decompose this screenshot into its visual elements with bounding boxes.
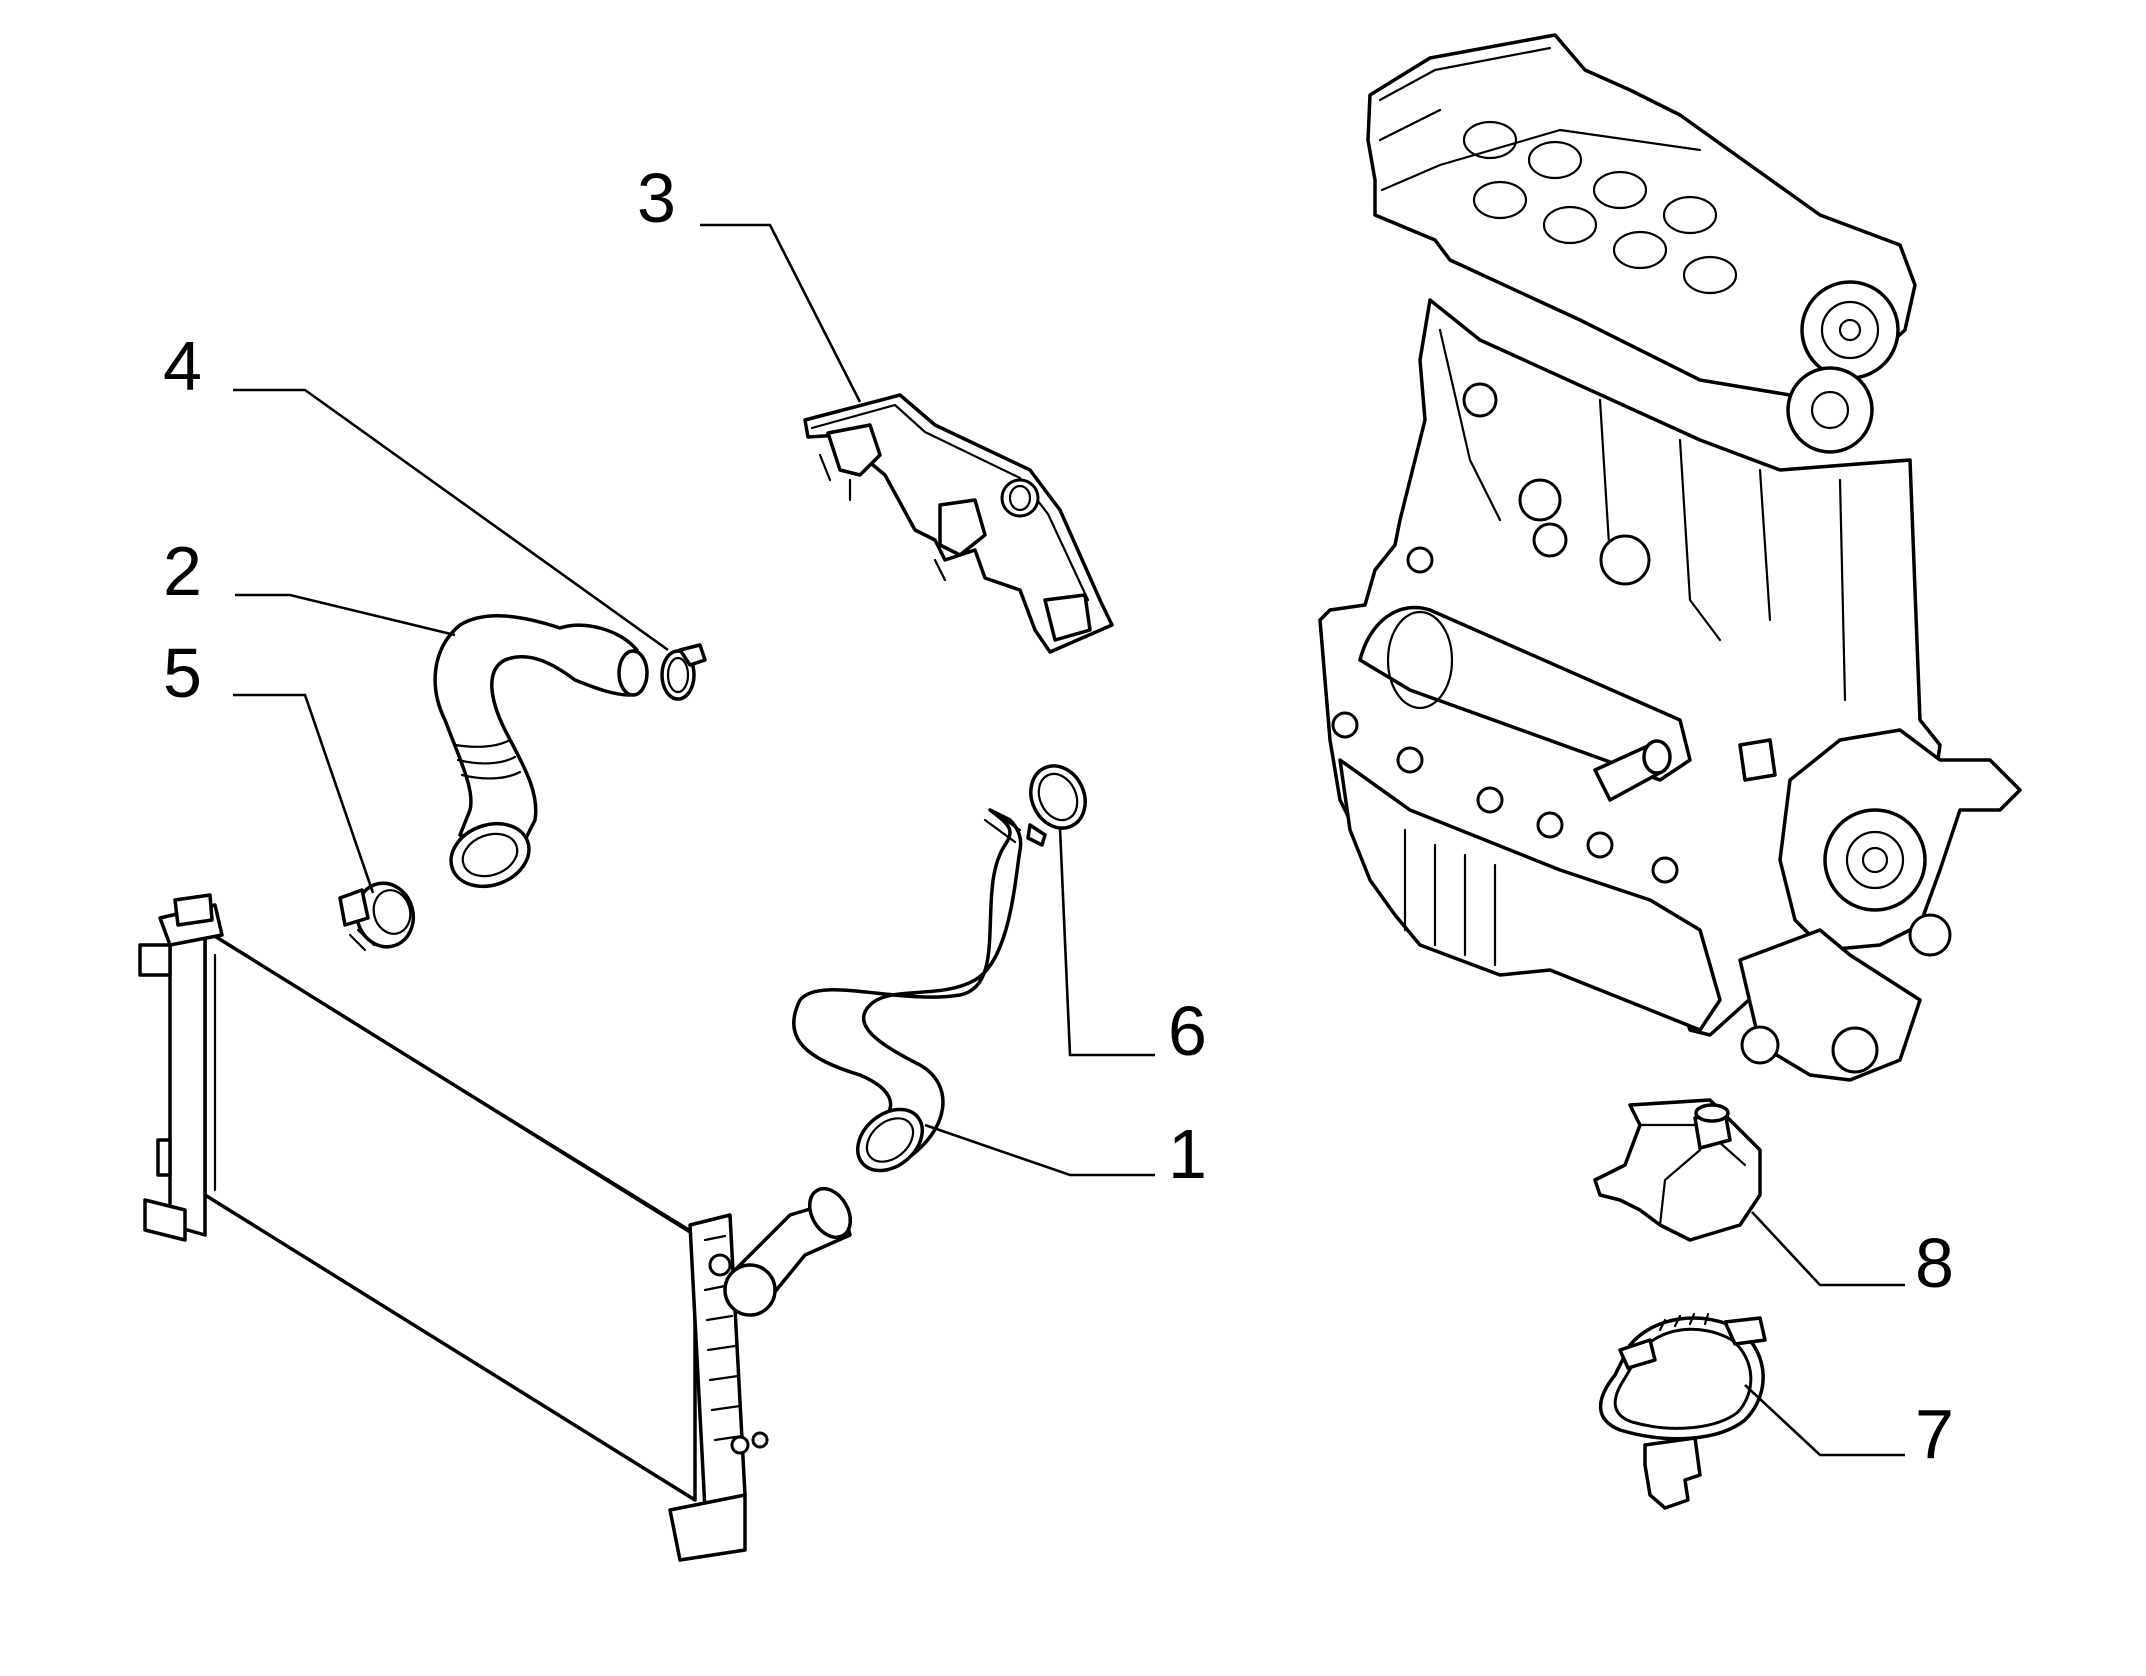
callout-8: 8 xyxy=(1915,1224,1954,1302)
leader-4 xyxy=(233,388,669,652)
leader-5 xyxy=(233,693,375,894)
clamp-6 xyxy=(1026,764,1087,847)
callout-3: 3 xyxy=(637,159,676,237)
hose-1 xyxy=(792,808,1023,1173)
leader-8 xyxy=(1751,1211,1905,1287)
hose-2 xyxy=(433,614,649,889)
clamp-4 xyxy=(660,643,707,701)
leader-7 xyxy=(1744,1384,1905,1457)
bracket-3 xyxy=(803,393,1114,654)
clamp-band-7 xyxy=(1598,1312,1767,1510)
callout-7: 7 xyxy=(1915,1395,1954,1473)
callout-1: 1 xyxy=(1168,1115,1207,1193)
callout-4: 4 xyxy=(163,327,202,405)
callout-2: 2 xyxy=(163,532,202,610)
radiator xyxy=(138,893,853,1562)
callout-5: 5 xyxy=(163,634,202,712)
leader-lines xyxy=(233,223,1905,1457)
thermostat-housing-8 xyxy=(1593,1098,1762,1242)
callout-numbers: 1 2 3 4 5 6 7 8 xyxy=(163,159,1954,1473)
clamp-5 xyxy=(338,881,416,952)
leader-6 xyxy=(1058,827,1155,1057)
callout-6: 6 xyxy=(1168,992,1207,1070)
leader-2 xyxy=(235,593,456,637)
leader-3 xyxy=(700,223,862,403)
leader-1 xyxy=(924,1123,1155,1177)
engine-block xyxy=(1318,33,2022,1082)
